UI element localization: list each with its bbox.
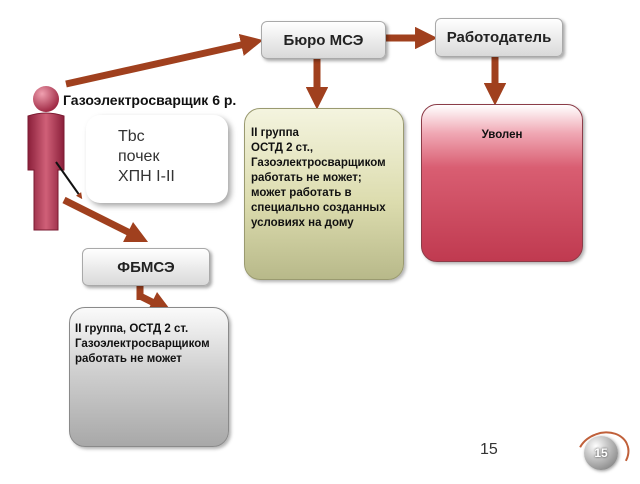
person-title: Газоэлектросварщик 6 р. [63,92,237,108]
arrow-person-to-buro [65,34,264,88]
buro-mse-label: Бюро МСЭ [283,31,364,49]
person-head [33,86,59,112]
fbmse-label: ФБМСЭ [117,258,175,276]
slide-logo-icon: 15 [584,436,618,470]
fbmse-decision-panel: II группа, ОСТД 2 ст. Газоэлектросварщик… [69,307,229,447]
employer-box: Работодатель [435,18,563,57]
arrow-note-pointer [55,161,83,200]
buro-mse-box: Бюро МСЭ [261,21,386,59]
person-figure [27,86,65,231]
fbmse-box: ФБМСЭ [82,248,210,286]
arrow-person-to-fbmse [62,196,149,243]
person-body [27,112,65,231]
diagnosis-note: Tbc почек ХПН I-II [86,115,228,203]
employer-label: Работодатель [446,29,552,46]
employer-decision-panel: Уволен [421,104,583,262]
page-number: 15 [480,441,498,458]
buro-decision-panel: II группа ОСТД 2 ст., Газоэлектросварщик… [244,108,404,280]
